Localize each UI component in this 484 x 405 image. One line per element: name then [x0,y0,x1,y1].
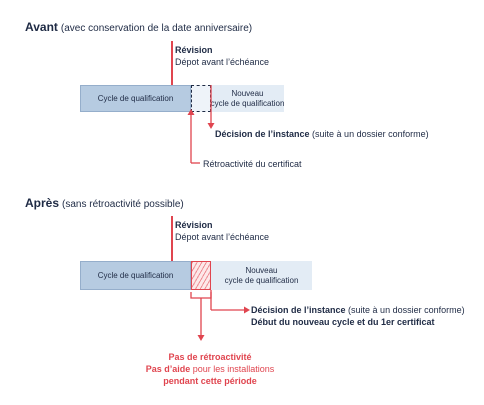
no-retro-gap-apres [191,261,211,290]
decision-arrowhead-apres [244,306,250,314]
no-retro-warning: Pas de rétroactivité Pas d’aide pour les… [145,352,275,386]
revision-marker-avant [171,41,173,85]
decision-label-apres: Décision de l’instance (suite à un dossi… [251,305,465,327]
gap-bracket-apres [190,292,212,299]
decision-label-avant: Décision de l’instance (suite à un dossi… [215,129,429,139]
warning-arrowhead-apres [197,335,205,341]
cycle-label-apres: Cycle de qualification [97,271,174,280]
new-cycle-bar-avant [211,85,284,112]
retro-label-avant: Rétroactivité du certificat [203,159,302,169]
new-cycle-bar-apres [211,261,312,290]
cycle-label-avant: Cycle de qualification [97,94,174,103]
retro-arrowhead-avant [187,109,195,115]
revision-marker-apres [171,216,173,261]
decision-arrowhead-avant [207,123,215,129]
section-title-avant: Avant(avec conservation de la date anniv… [25,20,253,34]
cycle-bar-apres [80,261,191,290]
cycle-bar-avant [80,85,191,112]
section-title-apres: Après(sans rétroactivité possible) [25,196,184,210]
